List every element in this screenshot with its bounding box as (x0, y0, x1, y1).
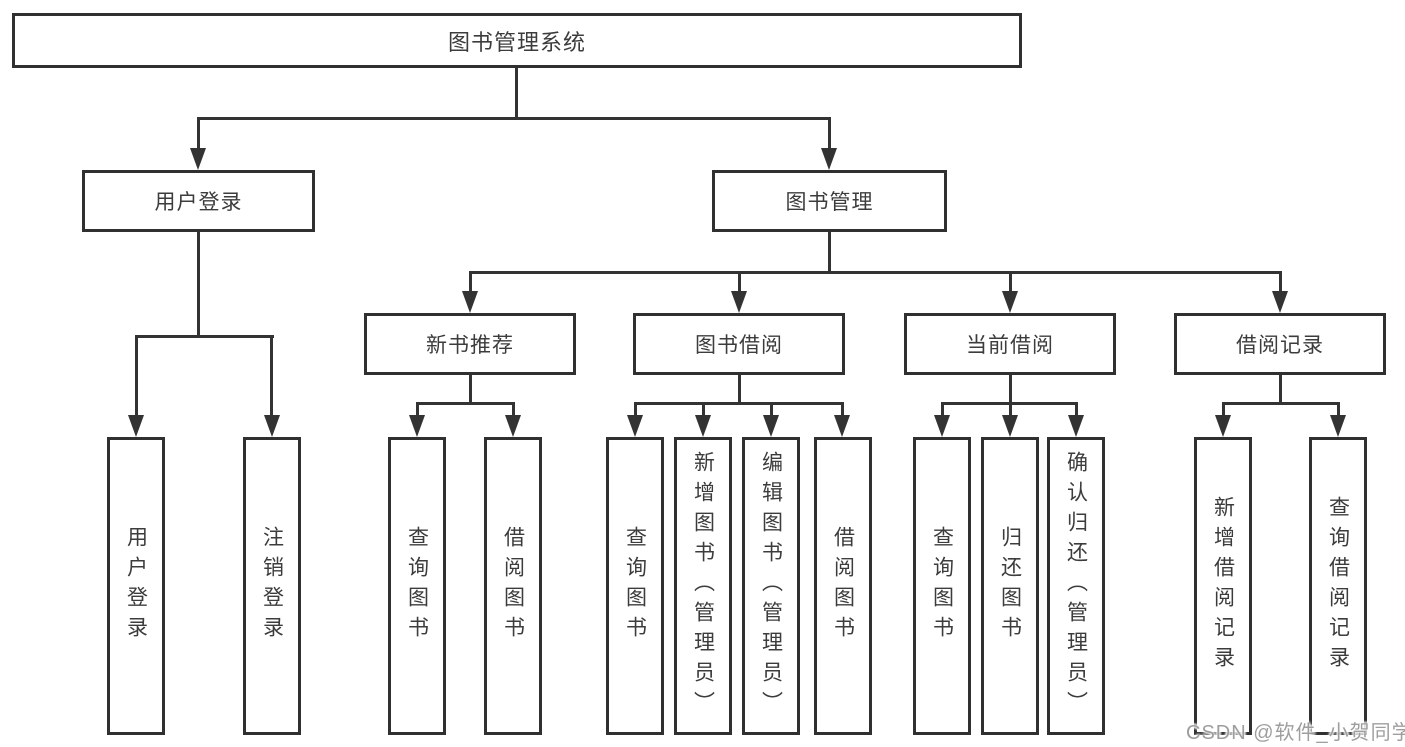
connector-stem (197, 117, 200, 150)
arrowhead-down (462, 291, 478, 313)
arrowhead-down (821, 148, 837, 170)
node-library-management-system: 图书管理系统 (12, 13, 1022, 68)
arrowhead-down (934, 415, 950, 437)
leaf-logout: 注销登录 (243, 437, 301, 735)
leaf-label: 借阅图书 (501, 526, 525, 646)
leaf-label: 确认归还（管理员） (1064, 451, 1088, 721)
connector-stem (1009, 375, 1012, 405)
connector-stem (1279, 375, 1282, 405)
connector-bar (634, 402, 844, 405)
arrowhead-down (409, 415, 425, 437)
connector-stem (1222, 402, 1225, 417)
arrowhead-down (763, 415, 779, 437)
connector-stem (828, 117, 831, 150)
connector-stem (738, 271, 741, 293)
leaf-label: 注销登录 (260, 526, 284, 646)
connector-stem (1279, 271, 1282, 293)
node-label: 借阅记录 (1236, 334, 1324, 357)
arrowhead-down (128, 415, 144, 437)
connector-stem (1009, 271, 1012, 293)
arrowhead-down (695, 415, 711, 437)
leaf-confirm-return-admin: 确认归还（管理员） (1047, 437, 1105, 735)
connector-bar (416, 402, 515, 405)
arrowhead-down (1002, 291, 1018, 313)
leaf-query-borrow-record: 查询借阅记录 (1309, 437, 1367, 735)
csdn-watermark: CSDN @软件_小贺同学 (1186, 722, 1405, 744)
node-label: 新书推荐 (426, 334, 514, 357)
connector-stem (828, 232, 831, 274)
arrowhead-down (264, 415, 280, 437)
arrowhead-down (505, 415, 521, 437)
node-book-borrowing: 图书借阅 (633, 313, 845, 375)
node-current-borrowing: 当前借阅 (904, 313, 1116, 375)
leaf-add-borrow-record: 新增借阅记录 (1194, 437, 1252, 735)
leaf-label: 借阅图书 (831, 526, 855, 646)
leaf-add-book-admin: 新增图书（管理员） (674, 437, 732, 735)
arrowhead-down (190, 148, 206, 170)
leaf-label: 编辑图书（管理员） (759, 451, 783, 721)
arrowhead-down (1215, 415, 1231, 437)
connector-stem (634, 402, 637, 417)
leaf-label: 查询借阅记录 (1326, 496, 1350, 676)
connector-stem (738, 375, 741, 405)
connector-stem (270, 335, 273, 417)
node-book-management: 图书管理 (712, 170, 947, 232)
leaf-label: 查询图书 (930, 526, 954, 646)
connector-stem (1075, 402, 1078, 417)
leaf-label: 新增图书（管理员） (691, 451, 715, 721)
node-user-login: 用户登录 (82, 170, 315, 232)
node-new-book-recommendation: 新书推荐 (364, 313, 576, 375)
arrowhead-down (731, 291, 747, 313)
leaf-query-books-current: 查询图书 (913, 437, 971, 735)
node-label: 图书管理 (785, 191, 874, 214)
node-borrowing-records: 借阅记录 (1174, 313, 1386, 375)
leaf-borrow-books-borrowing: 借阅图书 (814, 437, 872, 735)
arrowhead-down (627, 415, 643, 437)
leaf-query-books-borrowing: 查询图书 (606, 437, 664, 735)
leaf-label: 归还图书 (998, 526, 1022, 646)
connector-stem (469, 271, 472, 293)
leaf-user-login: 用户登录 (107, 437, 165, 735)
leaf-query-books-recommend: 查询图书 (388, 437, 446, 735)
connector-stem (469, 375, 472, 405)
node-label: 图书管理系统 (447, 29, 586, 55)
connector-stem (770, 402, 773, 417)
arrowhead-down (1068, 415, 1084, 437)
leaf-label: 查询图书 (405, 526, 429, 646)
connector-stem (702, 402, 705, 417)
connector-stem (1337, 402, 1340, 417)
connector-stem (1009, 402, 1012, 417)
connector-stem (135, 335, 138, 417)
connector-level2-bar (197, 117, 831, 120)
leaf-label: 查询图书 (623, 526, 647, 646)
connector-bar (135, 335, 274, 338)
connector-root-stem (515, 68, 518, 118)
arrowhead-down (834, 415, 850, 437)
node-label: 当前借阅 (966, 334, 1054, 357)
arrowhead-down (1002, 415, 1018, 437)
leaf-label: 新增借阅记录 (1211, 496, 1235, 676)
leaf-label: 用户登录 (124, 526, 148, 646)
connector-stem (841, 402, 844, 417)
connector-stem (197, 232, 200, 337)
node-label: 用户登录 (154, 191, 243, 214)
leaf-borrow-books-recommend: 借阅图书 (484, 437, 542, 735)
node-label: 图书借阅 (695, 334, 783, 357)
connector-stem (512, 402, 515, 417)
leaf-edit-book-admin: 编辑图书（管理员） (742, 437, 800, 735)
arrowhead-down (1272, 291, 1288, 313)
connector-level3-bar (469, 271, 1282, 274)
arrowhead-down (1330, 415, 1346, 437)
connector-stem (416, 402, 419, 417)
connector-stem (941, 402, 944, 417)
connector-bar (1222, 402, 1339, 405)
leaf-return-books: 归还图书 (981, 437, 1039, 735)
